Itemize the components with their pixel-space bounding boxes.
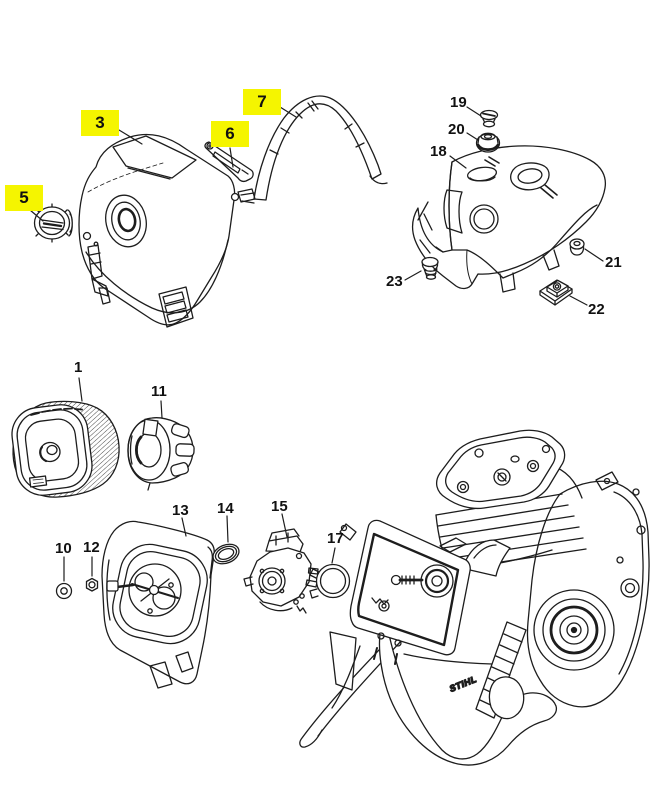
- part-label-14: 14: [217, 500, 234, 517]
- filter-holder-drawing: [127, 417, 195, 491]
- part-label-1: 1: [74, 359, 83, 376]
- rubber-buffer-drawing: [421, 256, 439, 280]
- nut-drawing: [85, 577, 99, 592]
- part-label-17: 17: [327, 530, 344, 547]
- engine-cover-drawing: [411, 145, 607, 293]
- part-label-3[interactable]: 3: [81, 110, 119, 136]
- part-label-20: 20: [448, 121, 465, 138]
- carburetor-drawing: [243, 528, 319, 614]
- part-label-6[interactable]: 6: [211, 121, 249, 147]
- part-label-18: 18: [430, 143, 447, 160]
- part-label-23: 23: [386, 273, 403, 290]
- part-label-22: 22: [588, 301, 605, 318]
- engine-assembly-drawing: STIHL: [299, 429, 650, 766]
- top-cover-drawing: [78, 133, 236, 328]
- part-label-12: 12: [83, 539, 100, 556]
- part-label-5[interactable]: 5: [5, 185, 43, 211]
- air-filter-drawing: [11, 400, 120, 498]
- label-leader-lines: [29, 106, 604, 582]
- part-label-10: 10: [55, 540, 72, 557]
- plug-buffer-drawing: [569, 238, 585, 256]
- part-label-21: 21: [605, 254, 622, 271]
- part-label-15: 15: [271, 498, 288, 515]
- washer-drawing: [55, 582, 73, 600]
- gasket-ring-drawing: [309, 563, 351, 599]
- cap-screw-drawing: [479, 109, 499, 128]
- handle-molding-drawing: [230, 95, 388, 204]
- part-label-13: 13: [172, 502, 189, 519]
- grommet-drawing: [475, 132, 501, 153]
- brand-logo-text: STIHL: [448, 674, 478, 694]
- fuel-cap-drawing: [33, 203, 73, 243]
- part-label-11: 11: [151, 383, 167, 400]
- filter-base-drawing: [101, 520, 215, 689]
- square-nut-drawing: [539, 279, 573, 306]
- oval-grommet-drawing: [212, 543, 240, 565]
- part-label-7[interactable]: 7: [243, 89, 281, 115]
- part-label-19: 19: [450, 94, 467, 111]
